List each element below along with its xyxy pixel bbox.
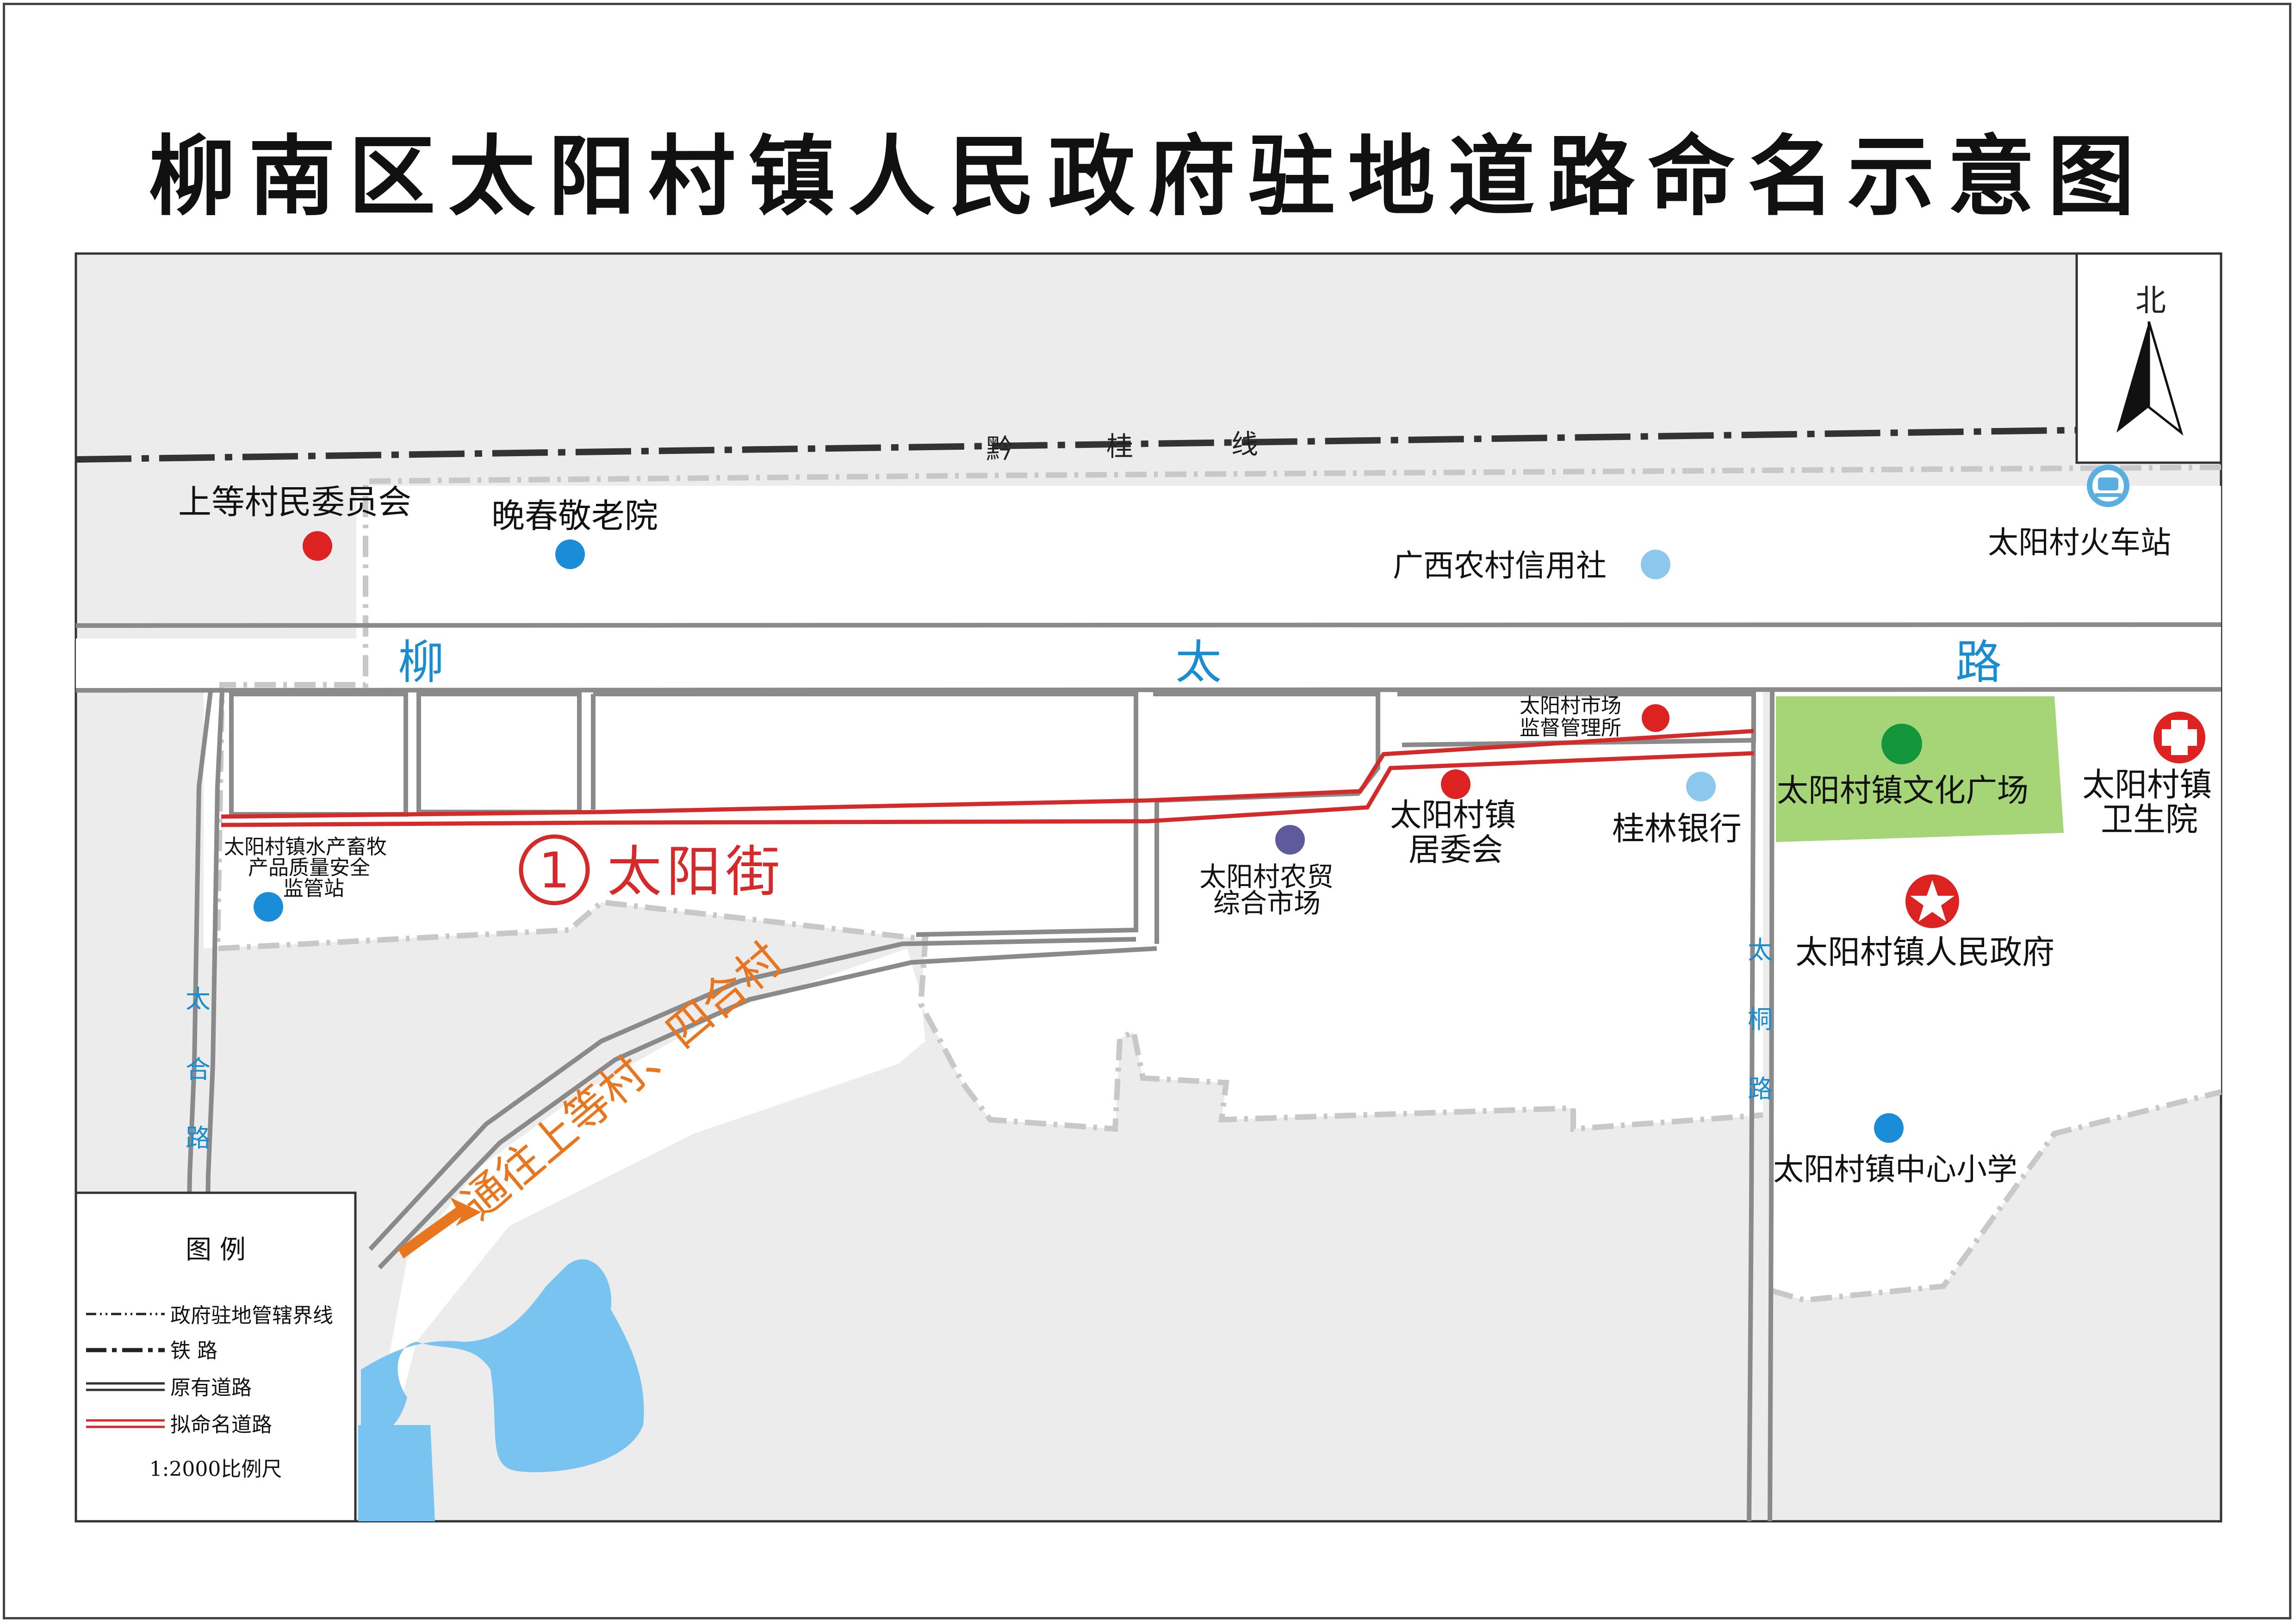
poi-shangdeng-label: 上等村民委员会 [178,483,411,521]
poi-xinyongshe-label: 广西农村信用社 [1393,548,1607,583]
poi-farm-market-label-2: 综合市场 [1213,887,1321,919]
poi-government-label: 太阳村镇人民政府 [1795,933,2054,971]
poi-shangdeng: 上等村民委员会 [178,483,411,561]
north-arrow-icon [2116,322,2149,433]
legend-item-railway: 铁 路 [170,1339,217,1363]
legend-item-boundary: 政府驻地管辖界线 [170,1304,333,1327]
poi-station: 太阳村火车站 [1988,465,2171,560]
poi-market-office: 太阳村市场 监督管理所 [1520,694,1669,740]
poi-plaza: 太阳村镇文化广场 [1777,724,2029,809]
poi-xinyongshe: 广西农村信用社 [1393,548,1670,583]
poi-juweihui-label-2: 居委会 [1409,832,1503,868]
road-liutai-char-3: 路 [1955,635,2002,689]
street-number-circle [519,834,590,905]
page-frame [3,3,2291,1619]
water-body [358,1259,644,1521]
street-name: 太阳街 [607,840,785,904]
road-taihe-char-1: 太 [186,985,211,1014]
road-taihe-char-3: 路 [186,1123,211,1153]
poi-red-dot [1642,704,1669,732]
poi-aquatic-label-2: 产品质量安全 [248,856,370,880]
road-name-taitong: 太 桐 路 [1748,936,1773,1103]
road-taitong-char-1: 太 [1748,936,1773,965]
poi-school-label: 太阳村镇中心小学 [1773,1152,2017,1187]
legend-title: 图 例 [186,1235,246,1265]
poi-juweihui-label-1: 太阳村镇 [1390,797,1516,834]
poi-light-blue-dot [1641,550,1670,579]
road-taitong-char-2: 桐 [1748,1005,1773,1034]
proposed-road-taiyang-street [221,729,1754,827]
poi-bank-label: 桂林银行 [1612,810,1742,848]
admin-boundary [214,465,2222,1303]
road-liutai-char-1: 柳 [398,635,444,689]
poi-market-office-label-1: 太阳村市场 [1520,694,1621,718]
road-liutai-char-2: 太 [1175,635,1222,689]
railway-line [75,425,2222,463]
legend: 图 例 政府驻地管辖界线 铁 路 原有道路 拟命名道路 1:2000比例尺 [74,1191,357,1523]
poi-aquatic-label-1: 太阳村镇水产畜牧 [224,835,387,859]
poi-farm-market: 太阳村农贸 综合市场 [1199,825,1334,919]
street-number: 1 [539,842,570,899]
poi-aquatic-station: 太阳村镇水产畜牧 产品质量安全 监管站 [224,835,387,922]
map-title: 柳南区太阳村镇人民政府驻地道路命名示意图 [149,125,2147,228]
poi-blue-dot [555,539,585,569]
poi-wanchun-label: 晚春敬老院 [491,496,658,535]
government-star-icon [1905,874,1959,928]
poi-red-dot [1441,769,1471,799]
poi-clinic-label-2: 卫生院 [2101,800,2198,838]
poi-plaza-label: 太阳村镇文化广场 [1777,773,2029,809]
hospital-cross-icon [2153,712,2205,763]
legend-scale: 1:2000比例尺 [149,1457,282,1481]
poi-aquatic-label-3: 监管站 [283,877,344,900]
poi-juweihui: 太阳村镇 居委会 [1390,769,1516,868]
poi-light-blue-dot [1686,772,1716,801]
culture-plaza-area [1776,696,2064,842]
road-taitong-char-3: 路 [1748,1074,1773,1103]
poi-blue-dot [254,892,283,922]
poi-farm-market-label-1: 太阳村农贸 [1199,861,1334,893]
road-name-liutai: 柳 太 路 [398,635,2002,689]
legend-item-existing-road: 原有道路 [170,1376,252,1400]
railway-char-2: 桂 [1106,431,1133,462]
compass: 北 [2075,252,2222,464]
poi-government: 太阳村镇人民政府 [1795,874,2054,971]
compass-north-label: 北 [2135,283,2166,318]
railway-label: 黔 桂 线 [986,428,1258,465]
poi-station-label: 太阳村火车站 [1988,525,2171,560]
road-taihe-char-2: 合 [186,1055,211,1084]
railway-char-1: 黔 [986,433,1013,465]
poi-purple-dot [1275,825,1305,855]
poi-green-dot [1881,724,1922,764]
direction-arrow-icon [398,1197,481,1258]
poi-clinic: 太阳村镇 卫生院 [2082,712,2212,838]
legend-item-proposed-road: 拟命名道路 [170,1413,272,1437]
poi-school: 太阳村镇中心小学 [1773,1113,2017,1187]
poi-blue-dot [1874,1113,1904,1143]
poi-red-dot [303,531,332,561]
train-station-icon [2087,465,2129,507]
road-name-taihe: 太 合 路 [186,985,211,1153]
poi-bank: 桂林银行 [1612,772,1742,848]
street-label: 1 太阳街 [519,834,785,905]
legend-box [74,1191,357,1523]
railway-char-3: 线 [1231,428,1258,460]
poi-clinic-label-1: 太阳村镇 [2082,766,2212,804]
poi-market-office-label-2: 监督管理所 [1520,716,1621,740]
poi-wanchun: 晚春敬老院 [491,496,658,569]
